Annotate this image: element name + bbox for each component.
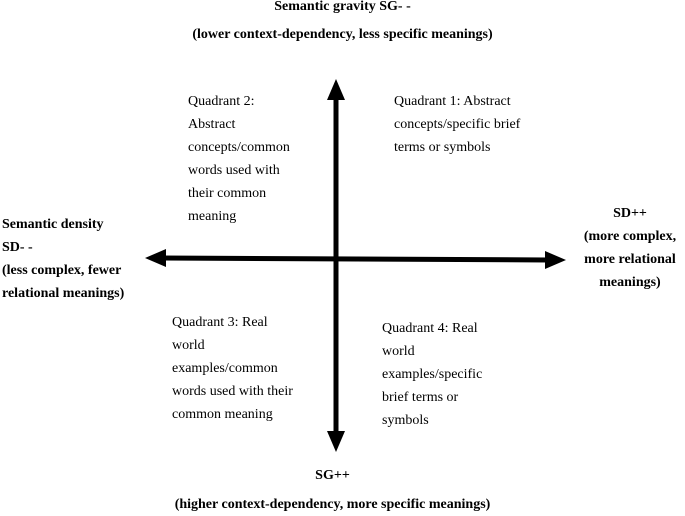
quadrant-4-line: brief terms or bbox=[382, 390, 459, 405]
quadrant-3-line: common meaning bbox=[172, 407, 273, 422]
left-axis-label: Semantic density SD- - (less complex, fe… bbox=[2, 213, 124, 305]
top-axis-label: Semantic gravity SG- - (lower context-de… bbox=[0, 0, 685, 46]
right-axis-label: SD++ (more complex, more relational mean… bbox=[572, 202, 685, 294]
quadrant-3-line: Quadrant 3: Real bbox=[172, 315, 268, 330]
right-axis-line-2: (more complex, bbox=[583, 229, 677, 244]
quadrant-4-text: Quadrant 4: Real world examples/specific… bbox=[382, 317, 482, 432]
quadrant-1-line: Quadrant 1: Abstract bbox=[394, 94, 511, 109]
quadrant-2-line: words used with bbox=[188, 163, 280, 178]
quadrant-2-line: their common bbox=[188, 186, 267, 201]
quadrant-2-line: concepts/common bbox=[188, 140, 290, 155]
quadrant-1-text: Quadrant 1: Abstract concepts/specific b… bbox=[394, 90, 520, 159]
bottom-axis-title: SG++ bbox=[315, 468, 350, 483]
quadrant-4-line: examples/specific bbox=[382, 367, 483, 382]
bottom-axis-label: SG++ (higher context-dependency, more sp… bbox=[0, 464, 665, 516]
left-axis-line-4: relational meanings) bbox=[2, 286, 125, 301]
arrow-right-icon bbox=[545, 251, 566, 269]
quadrant-2-line: Quadrant 2: bbox=[188, 94, 255, 109]
quadrant-4-line: symbols bbox=[382, 413, 429, 428]
top-axis-subtitle: (lower context-dependency, less specific… bbox=[192, 27, 493, 42]
arrow-up-icon bbox=[327, 79, 345, 100]
right-axis-line-1: SD++ bbox=[613, 206, 647, 221]
left-axis-line-2: SD- - bbox=[2, 240, 33, 255]
arrow-left-icon bbox=[145, 249, 166, 267]
top-axis-title: Semantic gravity SG- - bbox=[274, 0, 411, 14]
right-axis-line-4: meanings) bbox=[599, 275, 661, 290]
quadrant-3-text: Quadrant 3: Real world examples/common w… bbox=[172, 311, 293, 426]
quadrant-2-text: Quadrant 2: Abstract concepts/common wor… bbox=[188, 90, 290, 228]
bottom-axis-subtitle: (higher context-dependency, more specifi… bbox=[174, 497, 491, 512]
quadrant-4-line: world bbox=[382, 344, 415, 359]
quadrant-2-line: Abstract bbox=[188, 117, 236, 132]
quadrant-3-line: words used with their bbox=[172, 384, 293, 399]
quadrant-3-line: examples/common bbox=[172, 361, 278, 376]
quadrant-4-line: Quadrant 4: Real bbox=[382, 321, 478, 336]
quadrant-2-line: meaning bbox=[188, 209, 237, 224]
quadrant-1-line: concepts/specific brief bbox=[394, 117, 521, 132]
left-axis-line-1: Semantic density bbox=[2, 217, 104, 232]
quadrant-3-line: world bbox=[172, 338, 205, 353]
horizontal-axis-line bbox=[161, 255, 549, 263]
left-axis-line-3: (less complex, fewer bbox=[2, 263, 122, 278]
right-axis-line-3: more relational bbox=[584, 252, 676, 267]
arrow-down-icon bbox=[327, 431, 345, 452]
quadrant-1-line: terms or symbols bbox=[394, 140, 491, 155]
